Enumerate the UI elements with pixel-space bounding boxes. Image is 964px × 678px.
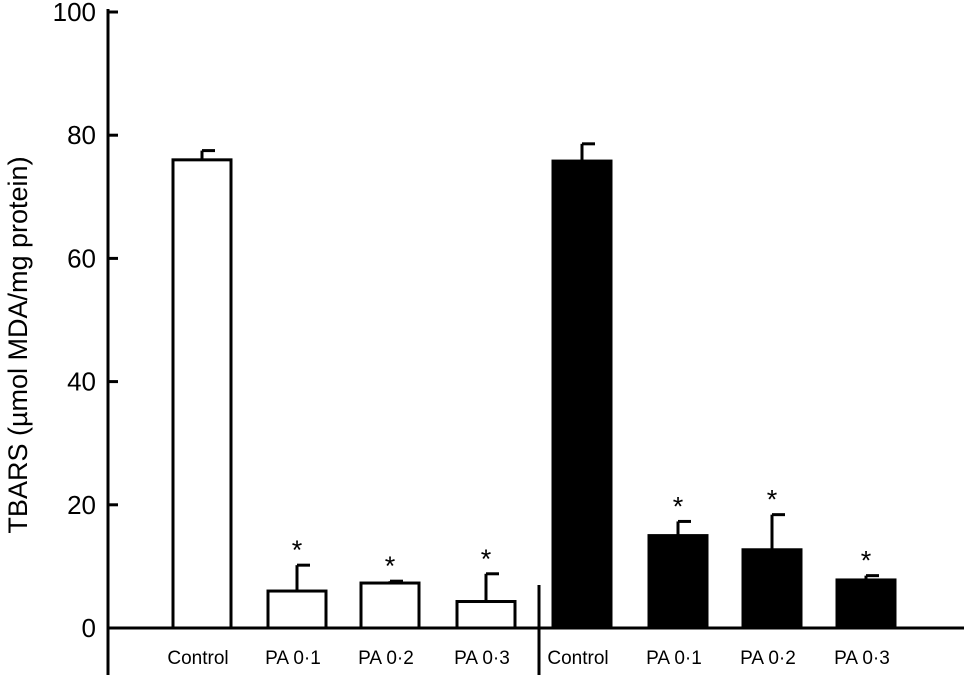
category-label: Control (167, 648, 228, 669)
significance-marker: * (292, 535, 303, 565)
category-label: PA 0·3 (834, 648, 890, 669)
y-tick-label: 80 (67, 120, 96, 150)
y-tick-label: 40 (67, 367, 96, 397)
bar-open (171, 158, 233, 630)
category-label: PA 0·1 (265, 648, 321, 669)
category-label: PA 0·3 (454, 648, 510, 669)
category-label: Control (547, 648, 608, 669)
significance-marker: * (385, 551, 396, 581)
significance-marker: * (767, 485, 778, 515)
bars: * * * * * * (171, 142, 897, 630)
y-ticks: 0 20 40 60 80 100 (53, 0, 118, 643)
y-tick-label: 100 (53, 0, 96, 27)
bar-open (266, 589, 328, 630)
category-label: PA 0·1 (646, 648, 702, 669)
category-labels: Control PA 0·1 PA 0·2 PA 0·3 Control PA 0·1 PA… (167, 648, 889, 669)
y-axis-title: TBARS (µmol MDA/mg protein) (3, 156, 33, 533)
axes (106, 9, 964, 675)
bar-open (359, 581, 421, 630)
significance-marker: * (673, 491, 684, 521)
bar-filled (551, 159, 613, 630)
bar-filled (647, 534, 709, 630)
y-tick-label: 20 (67, 490, 96, 520)
y-tick-label: 60 (67, 243, 96, 273)
y-tick-label: 0 (82, 613, 96, 643)
bar-open (455, 600, 517, 630)
category-label: PA 0·2 (740, 648, 796, 669)
bar-filled (835, 578, 897, 630)
significance-marker: * (481, 544, 492, 574)
significance-marker: * (861, 546, 872, 576)
bar-filled (741, 548, 803, 630)
category-label: PA 0·2 (358, 648, 414, 669)
